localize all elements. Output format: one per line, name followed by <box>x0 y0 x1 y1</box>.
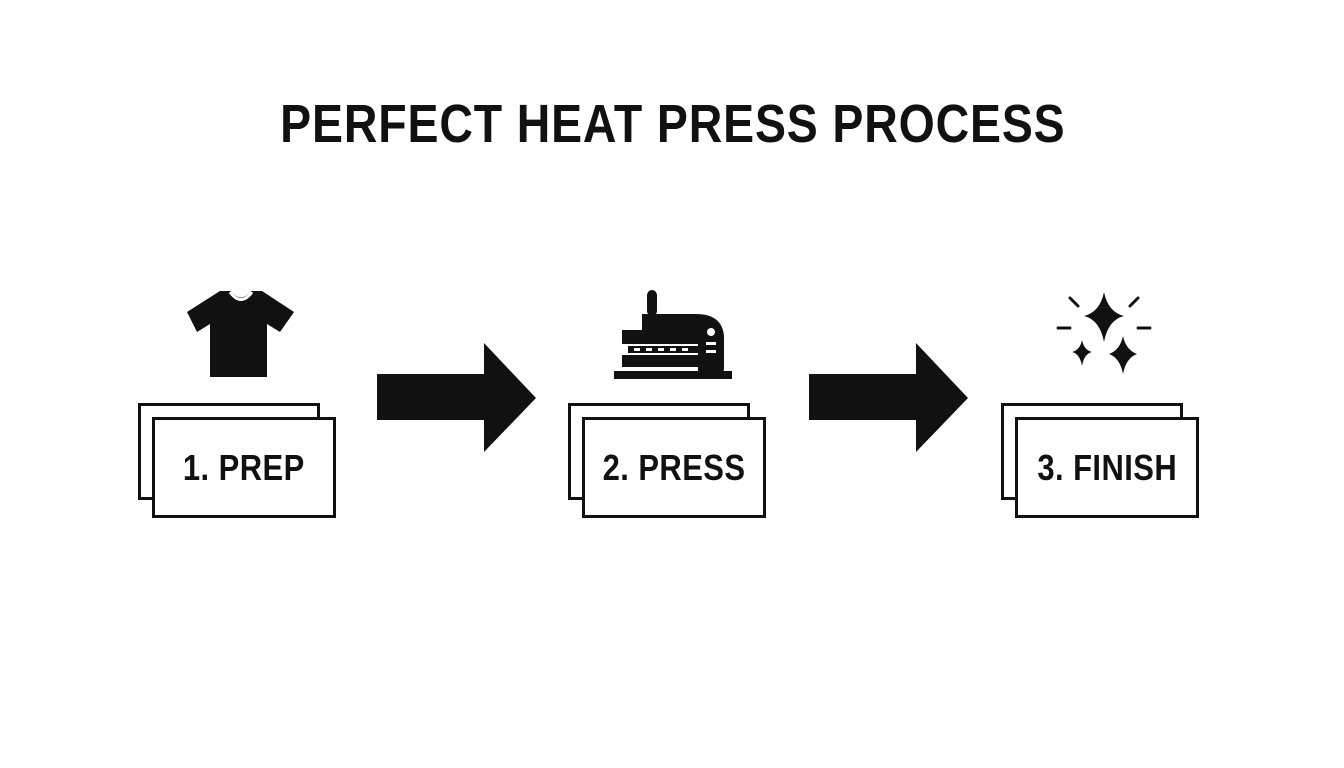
step-label: 3. FINISH <box>1037 446 1177 488</box>
diagram-title: PERFECT HEAT PRESS PROCESS <box>280 94 1066 154</box>
heat-press-machine-icon <box>614 290 732 379</box>
step-label: 1. PREP <box>183 446 305 488</box>
card-front-layer: 3. FINISH <box>1015 417 1199 518</box>
step-label: 2. PRESS <box>602 446 746 488</box>
right-arrow-icon <box>809 343 968 452</box>
t-shirt-icon <box>187 291 294 377</box>
card-front-layer: 2. PRESS <box>582 417 766 518</box>
step-card-prep: 1. PREP <box>138 403 336 518</box>
step-card-press: 2. PRESS <box>568 403 766 518</box>
right-arrow-icon <box>377 343 536 452</box>
sparkles-icon <box>1056 292 1152 374</box>
card-front-layer: 1. PREP <box>152 417 336 518</box>
step-card-finish: 3. FINISH <box>1001 403 1199 518</box>
